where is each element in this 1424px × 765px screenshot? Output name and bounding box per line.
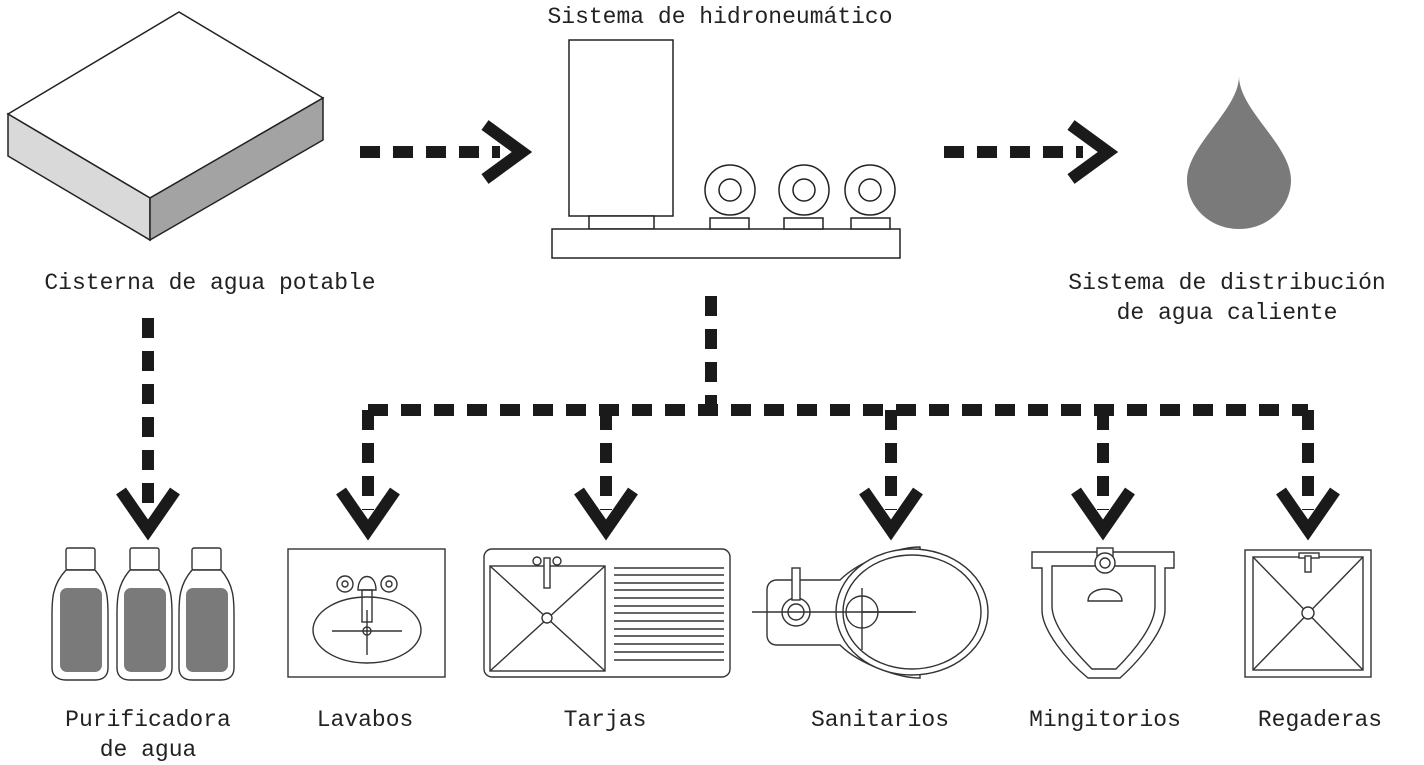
- urinal-icon: [1031, 547, 1175, 679]
- arrow-cistern-to-hydro: [360, 120, 533, 184]
- distribution-manifold: [368, 296, 1308, 416]
- purifier-label: Purificadora de agua: [43, 705, 253, 765]
- arrow-to-toilets: [859, 410, 923, 541]
- hydropneumatic-icon: [551, 39, 901, 259]
- sinks-label: Lavabos: [316, 707, 414, 733]
- cistern-label: Cisterna de agua potable: [44, 270, 376, 296]
- arrow-to-sinks: [336, 410, 400, 541]
- toilet-icon: [752, 546, 989, 679]
- arrow-hydro-to-hotwater: [944, 120, 1119, 184]
- bottle-icon: [51, 547, 109, 681]
- sink-icon: [287, 548, 446, 678]
- toilets-label: Sanitarios: [810, 707, 950, 733]
- hydropneumatic-label: Sistema de hidroneumático: [547, 4, 893, 30]
- arrow-cistern-to-purifier: [116, 318, 180, 541]
- purifier-bottles-icon: [51, 547, 235, 681]
- arrow-to-showers: [1276, 410, 1340, 541]
- urinals-label: Mingitorios: [1029, 707, 1181, 733]
- shower-icon: [1244, 549, 1372, 678]
- bottle-icon: [178, 547, 235, 681]
- purifier-label-line1: Purificadora: [65, 707, 231, 733]
- tarja-icon: [483, 548, 731, 678]
- arrow-to-tarjas: [574, 410, 638, 541]
- hot-water-label-line1: Sistema de distribución: [1068, 270, 1386, 296]
- hot-water-label-line2: de agua caliente: [1116, 300, 1338, 326]
- cistern-icon: [6, 11, 325, 242]
- hot-water-label: Sistema de distribución de agua caliente: [1032, 268, 1422, 328]
- purifier-label-line2: de agua: [99, 737, 197, 763]
- tarjas-label: Tarjas: [563, 707, 647, 733]
- arrow-to-urinals: [1071, 410, 1135, 541]
- water-drop-icon: [1187, 76, 1291, 229]
- showers-label: Regaderas: [1257, 707, 1383, 733]
- bottle-icon: [116, 547, 173, 681]
